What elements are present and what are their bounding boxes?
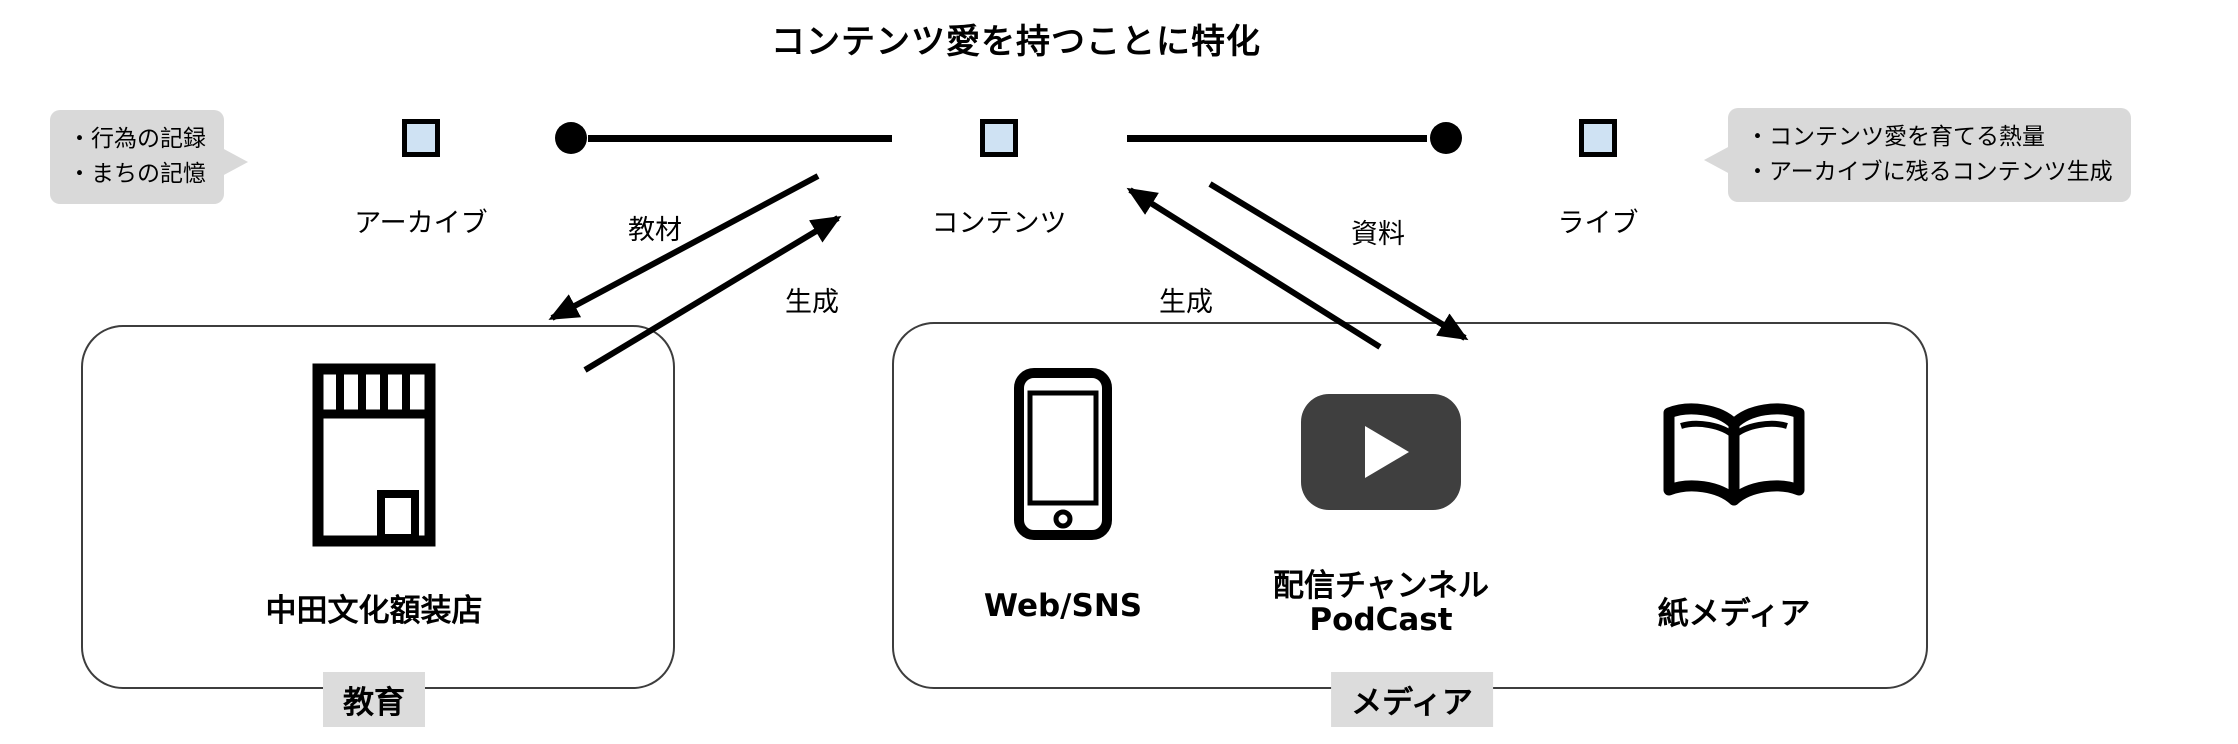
live-speech-bubble: ・コンテンツ愛を育てる熱量 ・アーカイブに残るコンテンツ生成 xyxy=(1704,108,2131,202)
frame-shop-label: 中田文化額装店 xyxy=(265,593,483,629)
bubble-line: ・行為の記録 xyxy=(68,126,206,152)
bubble-line: ・コンテンツ愛を育てる熱量 xyxy=(1746,124,2045,150)
paper-media-label: 紙メディア xyxy=(1657,596,1811,632)
bubble-line: ・まちの記憶 xyxy=(68,161,206,187)
flow-label-material: 資料 xyxy=(1351,219,1405,250)
smartphone-icon xyxy=(1013,367,1113,545)
timeline-line-right xyxy=(1127,135,1427,142)
content-node-label: コンテンツ xyxy=(931,208,1067,239)
open-book-icon xyxy=(1659,400,1809,518)
archive-speech-bubble: ・行為の記録 ・まちの記憶 xyxy=(50,110,248,204)
podcast-label: PodCast xyxy=(1309,602,1453,638)
media-tag: メディア xyxy=(1331,672,1493,727)
timeline-dot-left xyxy=(555,122,587,154)
arrow-generate-right xyxy=(1208,181,1469,341)
live-node-square xyxy=(1579,119,1617,157)
bubble-tail-right-icon xyxy=(222,148,248,176)
flow-label-teaching-material: 教材 xyxy=(628,215,682,246)
live-node-label: ライブ xyxy=(1557,208,1639,239)
flow-label-generate-right: 生成 xyxy=(1159,287,1213,318)
bubble-line: ・アーカイブに残るコンテンツ生成 xyxy=(1746,159,2113,185)
bubble-tail-left-icon xyxy=(1704,146,1730,174)
timeline-dot-right xyxy=(1430,122,1462,154)
flow-label-generate-left: 生成 xyxy=(785,287,839,318)
diagram-title: コンテンツ愛を持つことに特化 xyxy=(771,22,1261,62)
archive-node-label: アーカイブ xyxy=(354,208,488,239)
play-triangle-icon xyxy=(1365,426,1409,478)
archive-node-square xyxy=(402,119,440,157)
web-sns-label: Web/SNS xyxy=(983,588,1143,624)
content-node-square xyxy=(980,119,1018,157)
education-tag: 教育 xyxy=(323,672,425,727)
timeline-line-left xyxy=(588,135,892,142)
channel-label: 配信チャンネル xyxy=(1272,568,1490,604)
frame-shop-building-icon xyxy=(309,360,439,554)
play-channel-icon xyxy=(1301,394,1461,510)
